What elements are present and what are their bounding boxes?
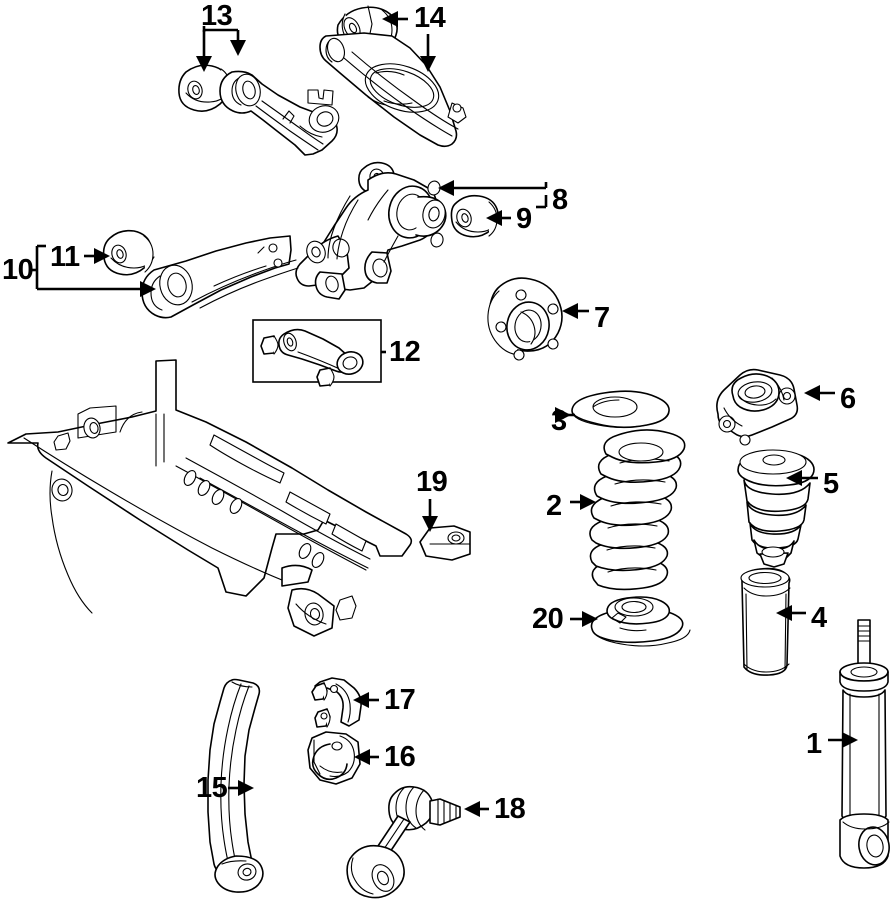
callout-9[interactable]: 9 xyxy=(516,203,532,235)
leader-17 xyxy=(353,692,379,708)
callout-6[interactable]: 6 xyxy=(840,383,856,415)
part-13-arm-body xyxy=(219,70,340,156)
leader-8 xyxy=(438,180,548,209)
leader-9 xyxy=(486,210,511,226)
callout-2[interactable]: 2 xyxy=(546,490,562,522)
callout-3[interactable]: 3 xyxy=(551,405,567,437)
part-14-arm-body xyxy=(319,32,467,148)
callout-12[interactable]: 12 xyxy=(389,336,421,368)
part-15-stabilizer-bar xyxy=(207,678,264,893)
callout-8[interactable]: 8 xyxy=(552,184,568,216)
part-11-trailing-arm-bushing xyxy=(102,229,155,276)
part-12-toe-link xyxy=(260,328,364,387)
part-7-wheel-hub xyxy=(487,277,563,361)
part-16-stabilizer-bushing xyxy=(307,731,361,785)
callout-10[interactable]: 10 xyxy=(2,254,34,286)
callout-14[interactable]: 14 xyxy=(414,2,446,34)
leader-2 xyxy=(570,494,596,510)
part-13-upper-control-arm xyxy=(178,64,340,156)
part-12-toe-link-box xyxy=(252,319,382,387)
part-18-stabilizer-link xyxy=(346,785,461,899)
callout-11[interactable]: 11 xyxy=(50,241,80,273)
leader-7 xyxy=(562,303,589,319)
leader-10 xyxy=(31,244,156,297)
leader-5 xyxy=(786,470,818,486)
part-14-lower-control-arm xyxy=(319,5,467,148)
part-3-upper-spring-seat xyxy=(571,390,670,429)
callout-16[interactable]: 16 xyxy=(384,741,416,773)
part-2-coil-spring xyxy=(589,429,686,591)
leader-16 xyxy=(354,749,379,765)
callout-18[interactable]: 18 xyxy=(494,793,526,825)
part-6-shock-upper-mount xyxy=(716,368,799,446)
leader-3 xyxy=(555,407,575,423)
leader-14 xyxy=(382,11,436,72)
part-1-shock-absorber xyxy=(839,619,890,869)
part-8-rear-knuckle xyxy=(295,161,447,300)
callout-17[interactable]: 17 xyxy=(384,684,416,716)
callout-7[interactable]: 7 xyxy=(594,302,610,334)
part-19-rear-subframe xyxy=(7,359,471,637)
leader-15 xyxy=(228,780,254,796)
leader-13 xyxy=(196,26,246,72)
callout-5[interactable]: 5 xyxy=(823,468,839,500)
part-17-stabilizer-bracket xyxy=(311,677,362,728)
leader-20 xyxy=(570,611,598,627)
callout-15[interactable]: 15 xyxy=(196,772,228,804)
leader-4 xyxy=(776,605,806,621)
leader-11 xyxy=(84,248,110,264)
callout-20[interactable]: 20 xyxy=(532,603,564,635)
part-20-lower-spring-seat xyxy=(590,596,691,647)
leader-lines xyxy=(31,11,858,817)
leader-1 xyxy=(828,732,858,748)
callout-13[interactable]: 13 xyxy=(201,0,233,32)
leader-18 xyxy=(464,801,489,817)
part-5-bump-stop xyxy=(737,449,815,568)
callout-4[interactable]: 4 xyxy=(811,602,827,634)
callout-19[interactable]: 19 xyxy=(416,466,448,498)
part-10-trailing-arm xyxy=(141,235,299,319)
leader-6 xyxy=(804,385,835,401)
leader-19 xyxy=(422,499,438,532)
part-4-shock-dust-boot xyxy=(740,567,791,676)
callout-1[interactable]: 1 xyxy=(806,728,822,760)
part-9-knuckle-bushing xyxy=(450,194,499,238)
